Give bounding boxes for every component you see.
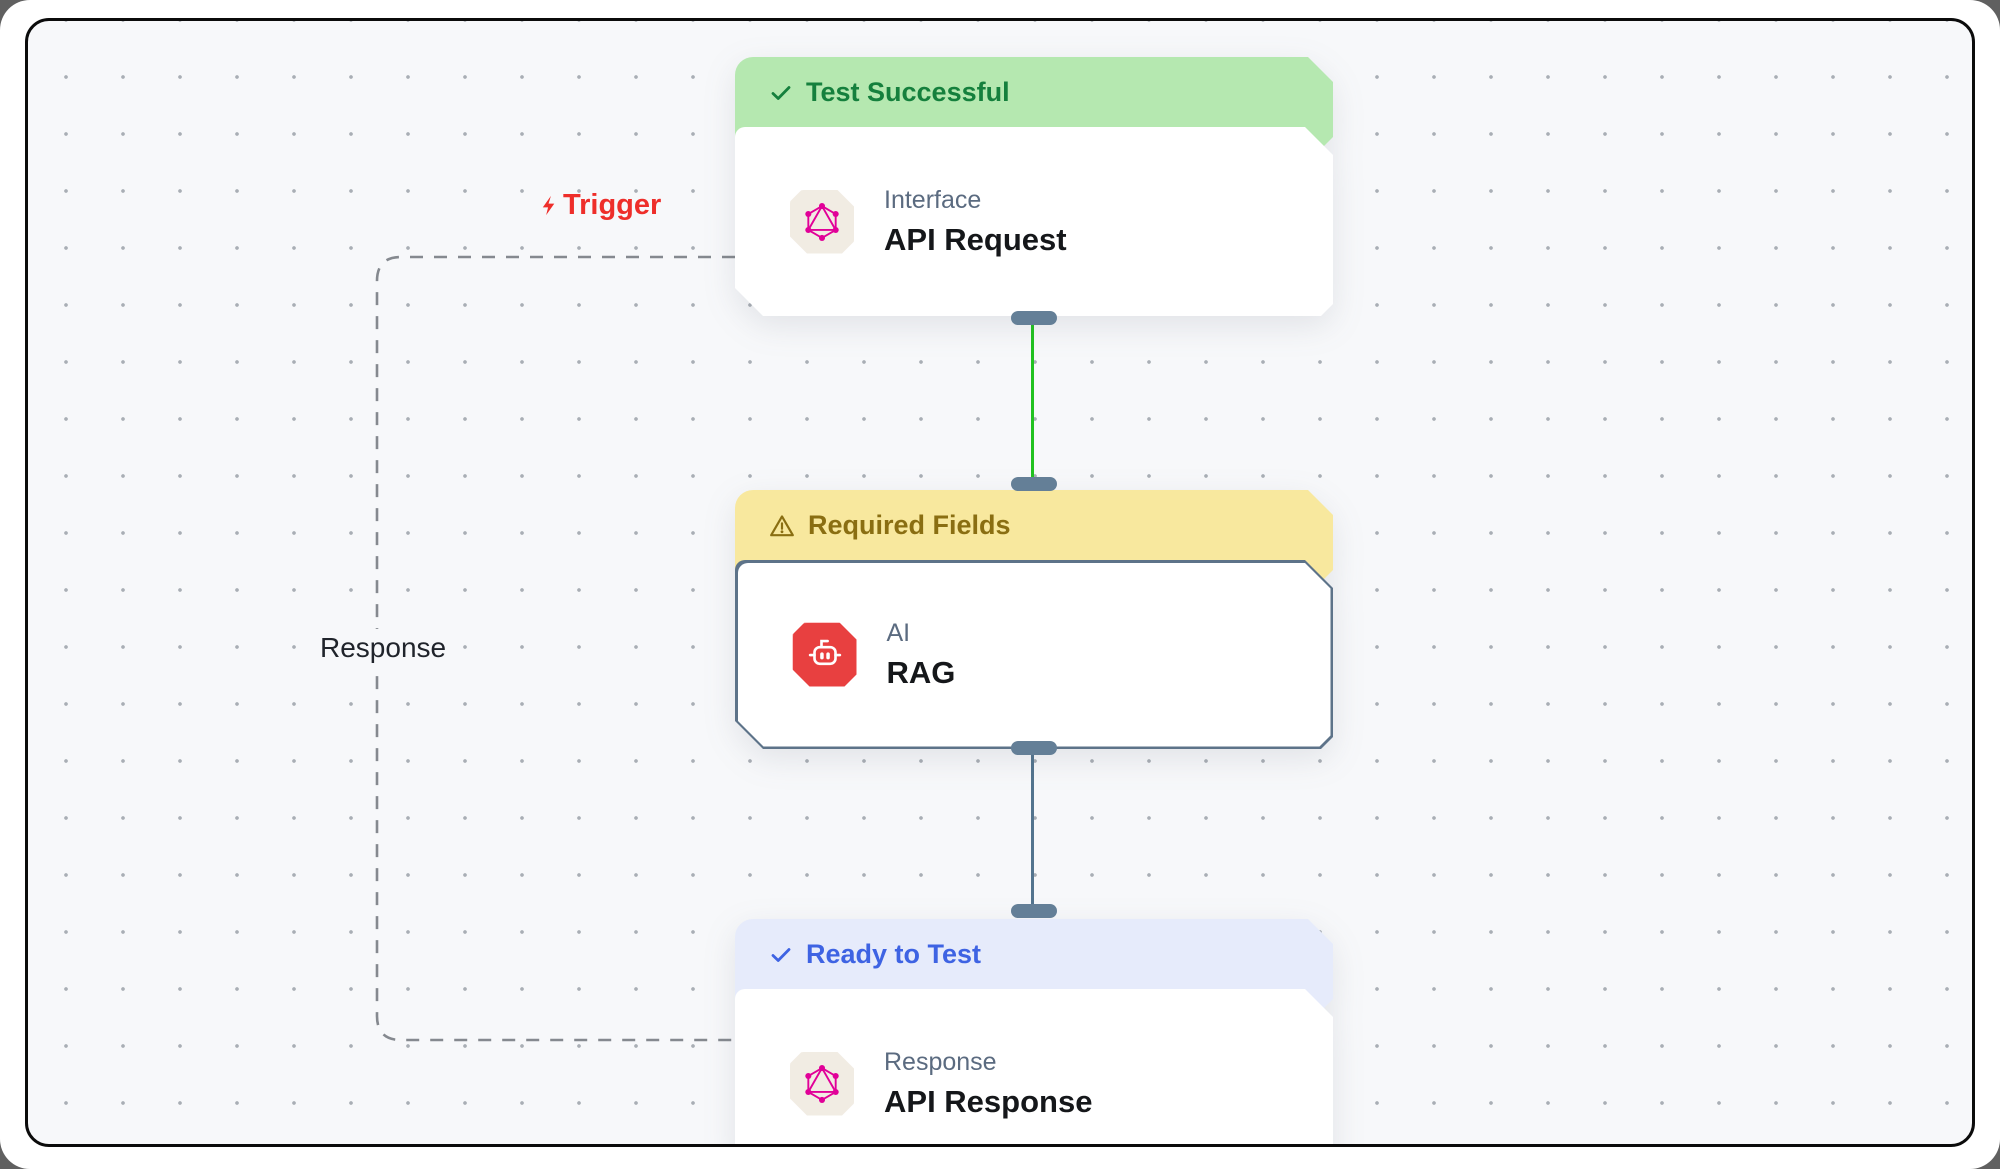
warning-icon bbox=[769, 513, 795, 539]
node-api-request[interactable]: Test Successful bbox=[735, 57, 1333, 317]
trigger-label-text: Trigger bbox=[563, 189, 662, 221]
check-icon bbox=[769, 81, 793, 105]
lightning-bolt-icon bbox=[542, 195, 555, 216]
edge-rag-to-api-response bbox=[1031, 748, 1034, 910]
node-rag[interactable]: Required Fields bbox=[735, 490, 1333, 752]
handle-api-response-input[interactable] bbox=[1011, 904, 1057, 918]
robot-icon bbox=[793, 623, 857, 687]
handle-rag-input[interactable] bbox=[1011, 477, 1057, 491]
workflow-canvas-frame: Trigger Response Test Successful bbox=[25, 18, 1975, 1147]
check-icon bbox=[769, 943, 793, 967]
node-category: AI bbox=[886, 618, 911, 647]
workflow-canvas[interactable]: Trigger Response Test Successful bbox=[28, 21, 1972, 1147]
node-title: API Request bbox=[884, 221, 1067, 257]
node-api-response[interactable]: Ready to Test R bbox=[735, 919, 1333, 1147]
handle-api-request-output[interactable] bbox=[1011, 311, 1057, 325]
node-title: API Response bbox=[884, 1083, 1093, 1119]
graphql-icon bbox=[790, 1052, 854, 1116]
node-status-label: Ready to Test bbox=[806, 939, 982, 969]
node-category: Response bbox=[884, 1047, 997, 1076]
node-selection-border: AI RAG bbox=[735, 560, 1333, 749]
response-edge-label: Response bbox=[308, 629, 459, 667]
node-category: Interface bbox=[884, 185, 982, 214]
node-status-label: Required Fields bbox=[808, 510, 1011, 540]
node-status-label: Test Successful bbox=[806, 77, 1010, 107]
node-title: RAG bbox=[886, 654, 956, 690]
graphql-icon bbox=[790, 190, 854, 254]
handle-rag-output[interactable] bbox=[1011, 741, 1057, 755]
edge-api-request-to-rag bbox=[1031, 318, 1034, 483]
trigger-label: Trigger bbox=[538, 189, 661, 222]
